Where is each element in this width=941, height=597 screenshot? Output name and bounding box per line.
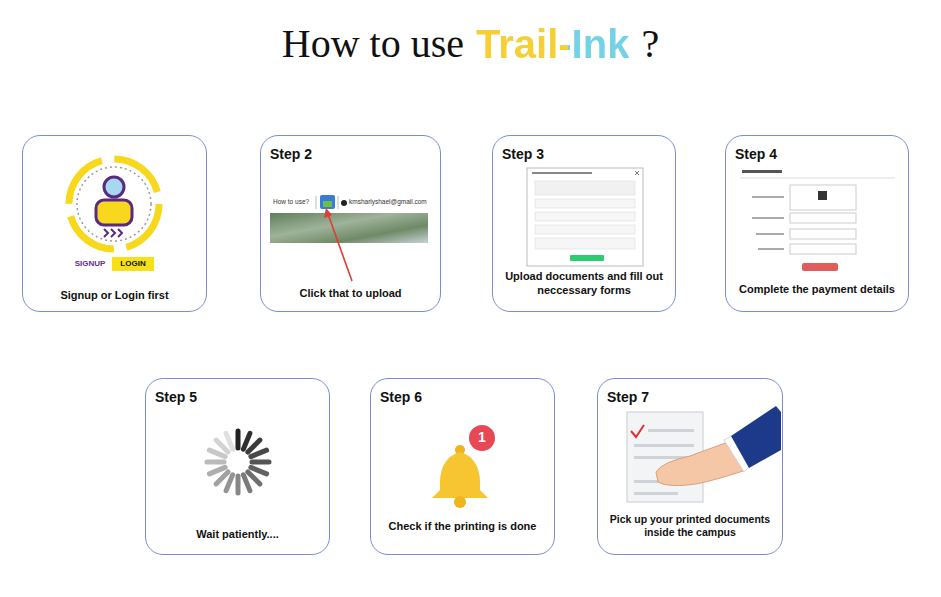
user-head (104, 177, 124, 197)
step-heading: Step 7 (607, 389, 697, 407)
spinner-spoke (216, 472, 228, 484)
document-line (634, 492, 678, 495)
divider (740, 178, 895, 179)
spinner-spoke (216, 440, 228, 452)
spinner-spoke (248, 440, 260, 452)
submit-button (570, 255, 604, 261)
sleeve (731, 406, 781, 468)
spinner-spoke (226, 475, 233, 491)
document-line (648, 429, 694, 432)
photo-band (270, 213, 428, 243)
check-mark (631, 425, 644, 437)
document-line (634, 444, 694, 447)
form-row (535, 225, 635, 234)
bell-icon (432, 424, 496, 508)
spinner-spoke (207, 460, 224, 465)
notification-badge (468, 424, 496, 452)
page-title: How to use (282, 20, 464, 68)
step-card: SIGNUPLOGIN Signup or Login first (22, 135, 207, 312)
spinner-spoke (243, 433, 250, 449)
step-caption: Click that to upload (265, 287, 436, 301)
step-heading: Step 5 (155, 389, 245, 407)
spinner-spoke (236, 476, 241, 493)
brand-logo: Trail-Ink (476, 20, 629, 68)
spinner-spoke (251, 450, 267, 457)
ring (69, 159, 159, 249)
loading-spinner (207, 431, 269, 493)
step-heading: Step 6 (380, 389, 470, 407)
spinner-spoke (243, 475, 250, 491)
step-card: Step 2 How to use? kmsharlyshael@gmail.com… (260, 135, 441, 312)
close-mark (635, 171, 639, 175)
form-row (535, 181, 635, 195)
form-row (535, 238, 635, 249)
title-mark: ? (641, 20, 659, 68)
upload-screenshot (268, 193, 430, 281)
spinner-spoke (209, 467, 225, 474)
step-caption: Signup or Login first (27, 289, 202, 303)
separator (316, 196, 317, 209)
screen-text: How to use? (273, 198, 313, 206)
step-caption: Check if the printing is done (375, 520, 550, 534)
chevron (118, 229, 122, 237)
form-row (535, 212, 635, 221)
step-caption: Pick up your printed documents inside th… (601, 513, 779, 539)
step-caption: Complete the payment details (730, 283, 904, 297)
pointer-arrow (328, 214, 352, 281)
field-label (752, 217, 784, 219)
bell-clapper (454, 496, 466, 508)
qr-box (790, 185, 856, 210)
step-heading: Step 2 (270, 146, 360, 164)
form-row (535, 199, 635, 208)
spinner-spoke (252, 460, 269, 465)
step-card: Step 6 1Check if the printing is done (370, 378, 555, 555)
step-card: Step 4 Complete the payment details (725, 135, 909, 312)
arrow-head (324, 208, 332, 218)
spinner-spoke (209, 450, 225, 457)
form-header (532, 172, 592, 174)
form-heading (742, 170, 782, 173)
form-screenshot (527, 168, 643, 266)
bell-body (432, 452, 488, 498)
user-icon (69, 159, 159, 249)
qr-code (818, 191, 827, 200)
input-field (790, 213, 856, 223)
payment-screenshot (740, 170, 895, 271)
step-card: Step 5 Wait patiently.... (145, 378, 330, 555)
spinner-spoke (236, 431, 241, 448)
pay-button (802, 263, 838, 271)
step-card: Step 3 Upload documents and fill out necc… (492, 135, 676, 312)
input-field (790, 244, 856, 254)
step-heading: Step 3 (502, 146, 592, 164)
field-label (756, 233, 784, 235)
account-icon (341, 200, 347, 206)
field-label (758, 248, 784, 250)
form-panel (527, 168, 643, 266)
separator (338, 196, 339, 209)
step-caption: Upload documents and fill out neccessary… (503, 270, 665, 298)
dotted-ring (77, 167, 151, 241)
spinner-spoke (251, 467, 267, 474)
user-body (96, 200, 132, 225)
chevron (104, 229, 108, 237)
close-mark (635, 171, 639, 175)
step-heading: Step 4 (735, 146, 825, 164)
spinner-spoke (226, 433, 233, 449)
spinner-spoke (248, 472, 260, 484)
upload-icon-detail (323, 201, 332, 207)
screen-email: kmsharlyshael@gmail.com (349, 198, 435, 206)
login-tag: LOGIN (112, 257, 154, 271)
step-card: Step 7 Pick up your printed documents ins… (597, 378, 783, 555)
input-field (790, 229, 856, 239)
chevron (111, 229, 115, 237)
badge-count: 1 (472, 429, 492, 447)
pickup-illustration (627, 406, 781, 502)
field-label (752, 196, 784, 198)
signup-tag: SIGNUP (69, 259, 111, 269)
step-caption: Wait patiently.... (150, 528, 325, 542)
upload-icon (320, 195, 335, 209)
